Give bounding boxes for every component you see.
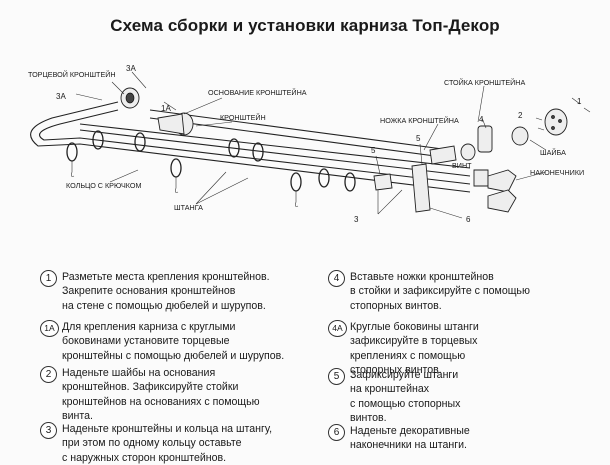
assembly-diagram: ТОРЦЕВОЙ КРОНШТЕЙН ОСНОВАНИЕ КРОНШТЕЙНА … (28, 64, 591, 224)
label-end-bracket: ТОРЦЕВОЙ КРОНШТЕЙН (28, 70, 116, 79)
callout-4: 4 (479, 115, 484, 124)
step-text: Круглые боковины штанги зафиксируйте в т… (350, 321, 479, 377)
step-text: Зафиксируйте штанги на кронштейнах с пом… (350, 369, 461, 425)
label-finials: НАКОНЕЧНИКИ (530, 168, 584, 177)
step-text: Для крепления карниза с круглыми боковин… (62, 321, 285, 362)
label-bracket-leg: НОЖКА КРОНШТЕЙНА (380, 116, 459, 125)
callout-2: 2 (518, 111, 523, 120)
step-number: 1А (40, 320, 59, 337)
step-text: Вставьте ножки кронштейнов в стойки и за… (350, 271, 530, 312)
callout-3a-left: 3А (56, 92, 66, 101)
callout-3a-top: 3А (126, 64, 136, 73)
step-number: 6 (328, 424, 345, 441)
step-number: 2 (40, 366, 57, 383)
rod-pair (30, 101, 471, 193)
step-number: 1 (40, 270, 57, 287)
step-text: Наденьте кронштейны и кольца на штангу, … (62, 423, 273, 464)
label-bracket-base: ОСНОВАНИЕ КРОНШТЕЙНА (208, 88, 307, 97)
label-screw: ВИНТ (452, 161, 472, 170)
page-title: Схема сборки и установки карниза Топ-Дек… (110, 16, 500, 35)
end-bracket (120, 71, 147, 109)
label-rod: ШТАНГА (174, 203, 203, 212)
callout-5a: 5 (371, 146, 376, 155)
step-text: Наденьте шайбы на основания кронштейнов.… (62, 367, 260, 423)
leader-lines (75, 81, 547, 219)
callout-1: 1 (577, 97, 582, 106)
label-bracket-stand: СТОЙКА КРОНШТЕЙНА (444, 78, 525, 87)
callout-1a: 1А (161, 104, 171, 113)
step-number: 3 (40, 422, 57, 439)
callout-5b: 5 (416, 134, 421, 143)
label-washer: ШАЙБА (540, 148, 566, 157)
step-text: Разметьте места крепления кронштейнов. З… (62, 271, 270, 312)
bracket-base (157, 112, 194, 136)
callout-3: 3 (354, 215, 359, 224)
step-number: 4 (328, 270, 345, 287)
step-text: Наденьте декоративные наконечники на шта… (350, 425, 470, 452)
label-bracket: КРОНШТЕЙН (220, 113, 266, 122)
rings (66, 130, 356, 207)
right-hardware (460, 97, 591, 213)
label-ring-hook: КОЛЬЦО С КРЮЧКОМ (66, 181, 141, 190)
middle-bracket (373, 145, 457, 213)
step-number: 4А (328, 320, 347, 337)
step-number: 5 (328, 368, 345, 385)
callout-6: 6 (466, 215, 471, 224)
